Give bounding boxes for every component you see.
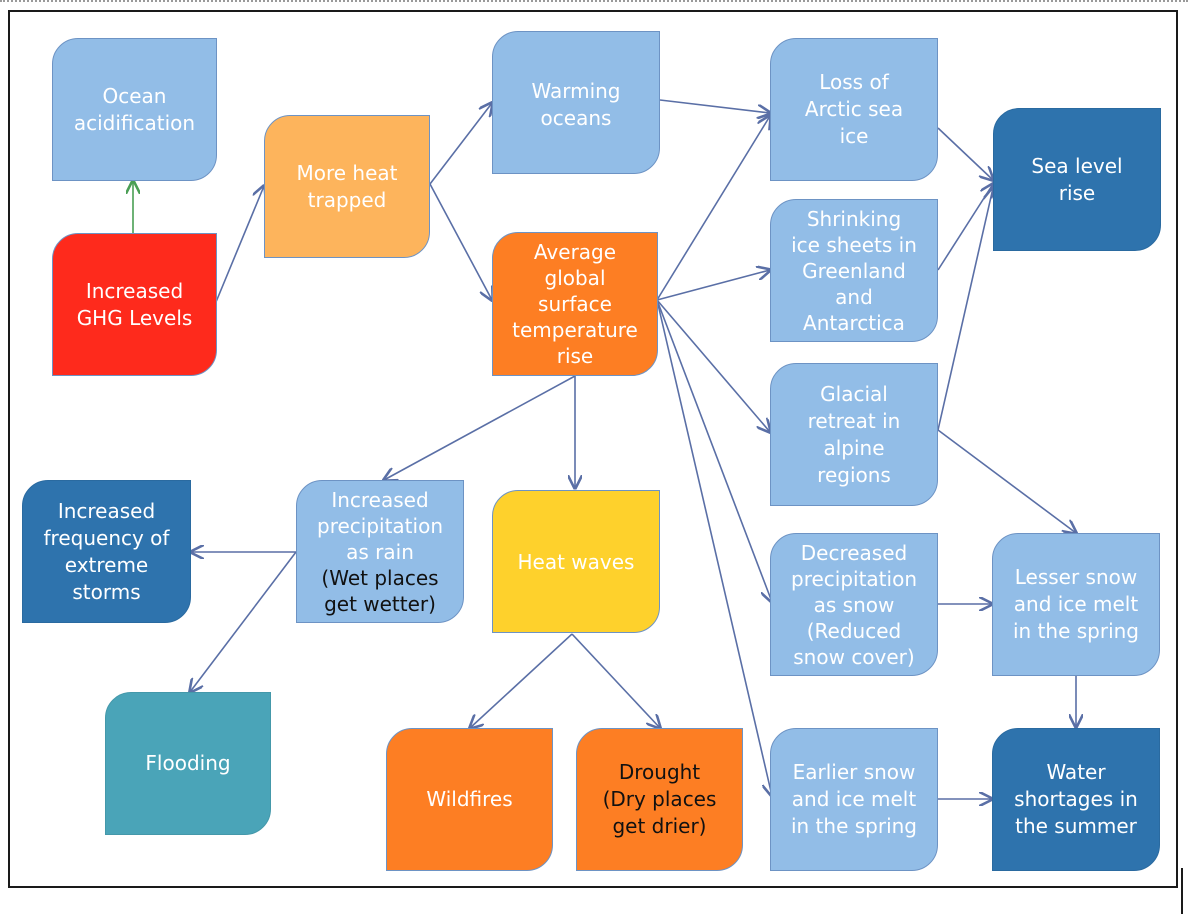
- node-ocean-acidification: Ocean acidification: [52, 38, 217, 181]
- top-dotted-rule: [0, 0, 1188, 2]
- frame-edge-mark: [1181, 868, 1183, 914]
- arrow-rain-to-flooding: [190, 551, 297, 692]
- arrow-heat-to-temp: [429, 183, 492, 300]
- node-lesser-snow-and-ice-melt: Lesser snow and ice melt in the spring: [992, 533, 1160, 676]
- arrow-ghg-to-heat: [215, 186, 264, 303]
- diagram-frame: [8, 10, 1178, 888]
- arrow-heatwaves-to-drought: [571, 633, 660, 728]
- arrow-temp-to-snowprecip: [656, 299, 772, 602]
- arrow-arctic-to-sealevel: [937, 127, 993, 180]
- node-drought: Drought (Dry places get drier): [576, 728, 743, 871]
- node-earlier-snow-and-ice-melt: Earlier snow and ice melt in the spring: [770, 728, 938, 871]
- arrow-heat-to-warming: [429, 103, 492, 185]
- node-more-heat-trapped: More heat trapped: [264, 115, 430, 258]
- arrow-temp-to-glacial: [656, 299, 770, 432]
- arrow-glacial-to-sealevel: [937, 188, 993, 431]
- node-increased-precipitation-as-rain: Increased precipitation as rain (Wet pla…: [296, 480, 464, 623]
- node-water-shortages-in-summer: Water shortages in the summer: [992, 728, 1160, 871]
- node-shrinking-ice-sheets: Shrinking ice sheets in Greenland and An…: [770, 199, 938, 342]
- arrow-warming-to-arctic: [659, 99, 770, 113]
- node-flooding: Flooding: [105, 692, 271, 835]
- arrow-glacial-to-lessermelt: [937, 429, 1076, 533]
- node-loss-of-arctic-sea-ice: Loss of Arctic sea ice: [770, 38, 938, 181]
- arrow-temp-to-arctic: [656, 116, 770, 301]
- node-glacial-retreat: Glacial retreat in alpine regions: [770, 363, 938, 506]
- node-increased-ghg-levels: Increased GHG Levels: [52, 233, 217, 376]
- arrow-temp-to-rainprecip: [384, 375, 576, 480]
- arrow-heatwaves-to-wildfires: [470, 633, 573, 728]
- arrow-temp-to-icesheets: [656, 270, 770, 301]
- node-wildfires: Wildfires: [386, 728, 553, 871]
- node-heat-waves: Heat waves: [492, 490, 660, 633]
- node-warming-oceans: Warming oceans: [492, 31, 660, 174]
- node-sea-level-rise: Sea level rise: [993, 108, 1161, 251]
- node-average-global-surface-temperature-rise: Average global surface temperature rise: [492, 232, 658, 376]
- node-decreased-precipitation-as-snow: Decreased precipitation as snow (Reduced…: [770, 533, 938, 676]
- arrow-temp-to-earliermelt: [656, 299, 772, 796]
- node-increased-frequency-of-extreme-storms: Increased frequency of extreme storms: [22, 480, 191, 623]
